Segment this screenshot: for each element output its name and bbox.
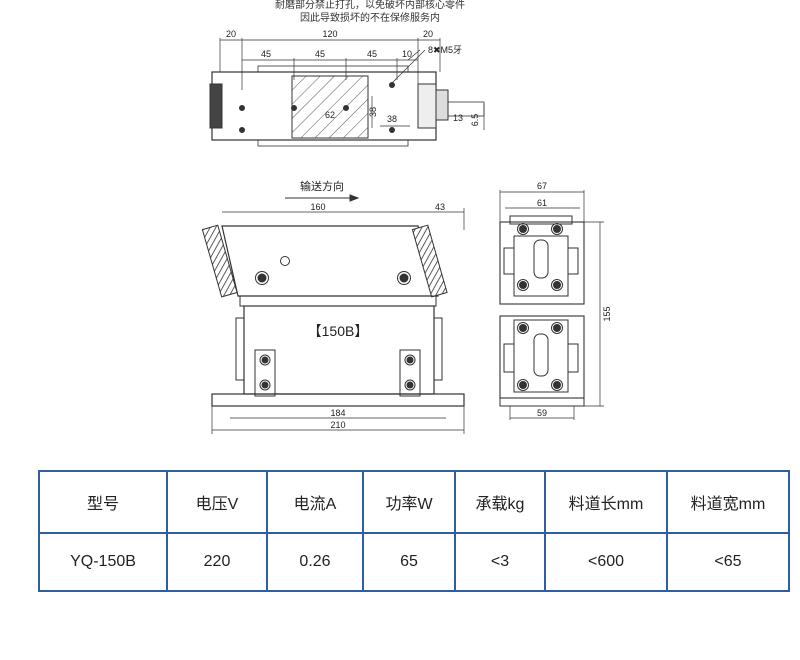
spec-table-value-row: YQ-150B 220 0.26 65 <3 <600 <65 bbox=[38, 532, 790, 592]
side-view bbox=[201, 194, 465, 434]
dim-155: 155 bbox=[602, 306, 612, 321]
dim-seg-1: 45 bbox=[261, 49, 271, 59]
dim-38-horizontal: 38 bbox=[387, 114, 397, 124]
dim-120: 120 bbox=[322, 29, 337, 39]
dim-38-vertical: 38 bbox=[368, 107, 378, 117]
dim-13: 13 bbox=[453, 113, 463, 123]
dim-seg-2: 45 bbox=[315, 49, 325, 59]
side-view-labels: 输送方向 160 43 【150B】 184 210 bbox=[300, 179, 445, 430]
dim-62: 62 bbox=[325, 110, 335, 120]
value-load: <3 bbox=[454, 532, 546, 592]
technical-drawing: 120 20 20 45 45 45 10 8✖M5牙 62 38 38 13 … bbox=[201, 29, 612, 434]
dim-210: 210 bbox=[330, 420, 345, 430]
value-model: YQ-150B bbox=[38, 532, 168, 592]
dim-160: 160 bbox=[310, 202, 325, 212]
dim-6-5: 6.5 bbox=[470, 114, 480, 127]
dim-right-20: 20 bbox=[423, 29, 433, 39]
header-track-length: 料道长mm bbox=[544, 470, 668, 534]
end-view bbox=[499, 190, 604, 420]
spec-table-header-row: 型号 电压V 电流A 功率W 承载kg 料道长mm 料道宽mm bbox=[38, 470, 790, 534]
header-load: 承载kg bbox=[454, 470, 546, 534]
top-view-labels: 120 20 20 45 45 45 10 8✖M5牙 62 38 38 13 … bbox=[226, 29, 480, 126]
dim-59: 59 bbox=[537, 408, 547, 418]
value-track-width: <65 bbox=[666, 532, 790, 592]
dim-43: 43 bbox=[435, 202, 445, 212]
header-current: 电流A bbox=[266, 470, 364, 534]
dim-seg-3: 45 bbox=[367, 49, 377, 59]
value-power: 65 bbox=[362, 532, 456, 592]
header-model: 型号 bbox=[38, 470, 168, 534]
warning-note-line-2: 因此导致损坏的不在保修服务内 bbox=[300, 13, 440, 24]
value-track-length: <600 bbox=[544, 532, 668, 592]
top-view bbox=[209, 38, 485, 147]
dim-offset: 10 bbox=[402, 49, 412, 59]
spec-table: 型号 电压V 电流A 功率W 承载kg 料道长mm 料道宽mm YQ-150B … bbox=[38, 470, 790, 592]
header-track-width: 料道宽mm bbox=[666, 470, 790, 534]
dim-left-20: 20 bbox=[226, 29, 236, 39]
thread-label: 8✖M5牙 bbox=[428, 45, 462, 55]
header-voltage: 电压V bbox=[166, 470, 268, 534]
value-voltage: 220 bbox=[166, 532, 268, 592]
warning-note-line-1: 耐磨部分禁止打孔，以免破坏内部核心零件 bbox=[275, 0, 465, 11]
dim-61: 61 bbox=[537, 198, 547, 208]
value-current: 0.26 bbox=[266, 532, 364, 592]
conveying-direction-label: 输送方向 bbox=[300, 179, 344, 193]
dim-67: 67 bbox=[537, 181, 547, 191]
dim-184: 184 bbox=[330, 408, 345, 418]
end-view-labels: 67 61 155 59 bbox=[537, 181, 612, 418]
header-power: 功率W bbox=[362, 470, 456, 534]
model-label: 【150B】 bbox=[308, 323, 369, 339]
